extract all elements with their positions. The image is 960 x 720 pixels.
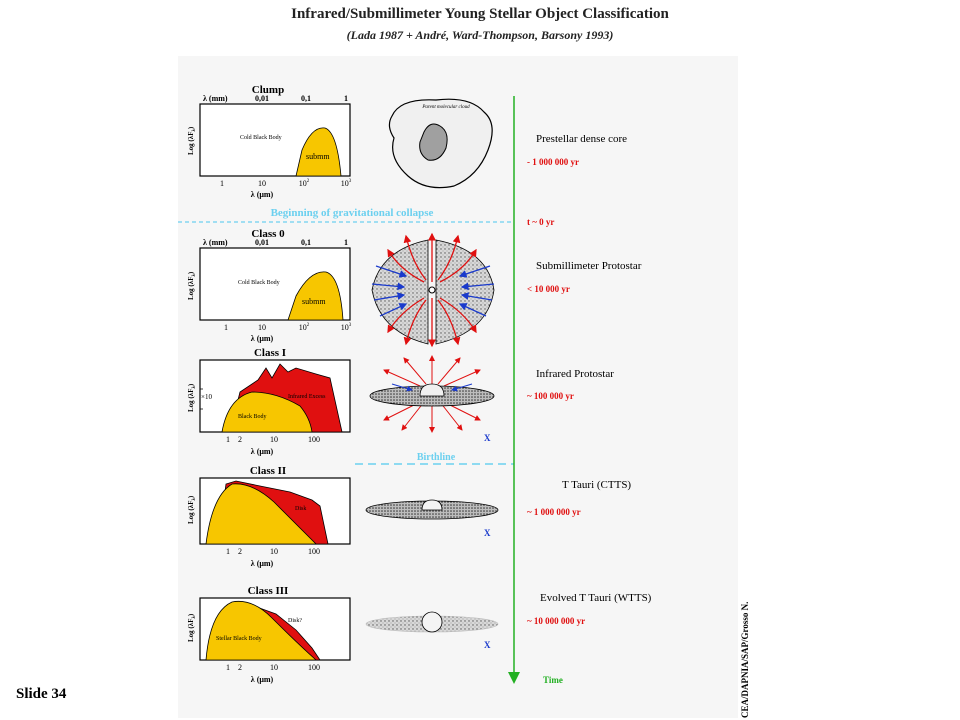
y-axis-label: Log (λFλ) [187,613,197,642]
bottom-tick: 10 [270,663,278,672]
bottom-tick: 100 [308,663,320,672]
cold-black-body-curve [287,271,344,321]
bottom-tick: 10 [270,435,278,444]
stage-name: T Tauri (CTTS) [562,479,631,491]
t-tauri-illustration: X [365,499,499,538]
stage-age: - 1 000 000 yr [527,157,579,167]
xray-marker: X [484,528,491,538]
x-axis-label: λ (μm) [251,190,274,199]
bottom-tick: 10 [270,547,278,556]
birthline-label: Birthline [417,452,456,463]
sed-panel-class-1: Class I Infrared Excess Black Body ×10 L… [187,347,351,456]
y-axis-label: Log (λFλ) [187,126,197,155]
bottom-tick: 103 [341,179,352,188]
stage-name: Infrared Protostar [536,368,614,380]
bottom-tick: 102 [299,179,310,188]
bottom-tick: 10 [258,179,266,188]
bottom-tick: 1 [226,435,230,444]
stage-t0: t ~ 0 yr [527,217,554,227]
black-body-curve [221,391,313,433]
bottom-tick: 2 [238,663,242,672]
y-axis-label: Log (λFλ) [187,495,197,524]
bottom-tick: 1 [224,323,228,332]
cold-black-body-curve [295,127,342,177]
stage-name: Prestellar dense core [536,133,627,145]
panel-title: Class III [248,585,289,597]
slide-title: Infrared/Submillimeter Young Stellar Obj… [291,6,669,22]
bottom-tick: 102 [299,323,310,332]
body-label: Cold Black Body [238,280,280,286]
cloud-label: Parent molecular cloud [421,105,470,110]
bottom-tick: 100 [308,547,320,556]
top-tick: 1 [344,94,348,103]
bottom-tick: 10 [258,323,266,332]
image-credit: CEA/DAPNIA/SAP/Grosso N. [740,601,750,718]
slide-subtitle: (Lada 1987 + André, Ward-Thompson, Barso… [346,28,614,42]
x-axis-label: λ (μm) [251,675,274,684]
top-tick: 0,1 [301,94,311,103]
x-axis-label: λ (μm) [251,559,274,568]
stage-age: ~ 1 000 000 yr [527,507,581,517]
excess-label: Disk? [288,618,302,624]
x-axis-label: λ (μm) [251,334,274,343]
infrared-protostar-illustration: X [369,355,495,443]
parent-cloud-illustration: Parent molecular cloud [388,98,493,189]
top-tick: 1 [344,238,348,247]
bottom-tick: 1 [220,179,224,188]
top-tick: 0,01 [255,94,269,103]
excess-label: Infrared Excess [288,393,326,400]
xray-marker: X [484,640,491,650]
body-label: Black Body [238,414,267,420]
sed-panel-class-0: Class 0 λ (mm) 0,01 0,1 1 Cold Black Bod… [187,228,352,343]
excess-label: Disk [295,506,306,512]
sed-panel-clump: Clump λ (mm) 0,01 0,1 1 Cold Black Body … [187,84,352,199]
slide-number: Slide 34 [16,686,67,702]
stellar-body-curve [205,600,318,661]
bottom-tick: 1 [226,547,230,556]
time-label: Time [543,675,563,685]
xray-marker: X [484,433,491,443]
stage-age: ~ 10 000 000 yr [527,616,585,626]
panel-title: Clump [252,84,284,96]
top-tick: 0,1 [301,238,311,247]
x-axis-label-mm: λ (mm) [203,94,228,103]
stage-age: < 10 000 yr [527,284,570,294]
bottom-tick: 1 [226,663,230,672]
panel-title: Class II [250,465,286,477]
scale-label: ×10 [201,393,212,401]
stage-age: ~ 100 000 yr [527,391,574,401]
time-arrow-head [508,672,520,684]
bottom-tick: 103 [341,323,352,332]
x-axis-label-mm: λ (mm) [203,238,228,247]
evolved-t-tauri-illustration: X [365,611,499,650]
y-axis-label: Log (λFλ) [187,271,197,300]
x-axis-label: λ (μm) [251,447,274,456]
submillimeter-protostar-illustration [371,232,495,348]
bottom-tick: 2 [238,547,242,556]
bottom-tick: 100 [308,435,320,444]
panel-title: Class 0 [251,228,285,240]
stellar-body-curve [205,483,317,545]
sed-panel-class-2: Class II Disk Log (λFλ) 1 2 10 100 λ (μm… [187,465,351,568]
stage-name: Evolved T Tauri (WTTS) [540,592,652,604]
region-label: submm [302,297,326,306]
sed-panel-class-3: Class III Disk? Stellar Black Body Log (… [187,585,351,684]
body-label: Stellar Black Body [216,636,262,642]
y-axis-label: Log (λFλ) [187,383,197,412]
top-tick: 0,01 [255,238,269,247]
panel-title: Class I [254,347,286,359]
collapse-label: Beginning of gravitational collapse [271,207,434,219]
region-label: submm [306,152,330,161]
stage-name: Submillimeter Protostar [536,260,642,272]
bottom-tick: 2 [238,435,242,444]
body-label: Cold Black Body [240,135,282,141]
